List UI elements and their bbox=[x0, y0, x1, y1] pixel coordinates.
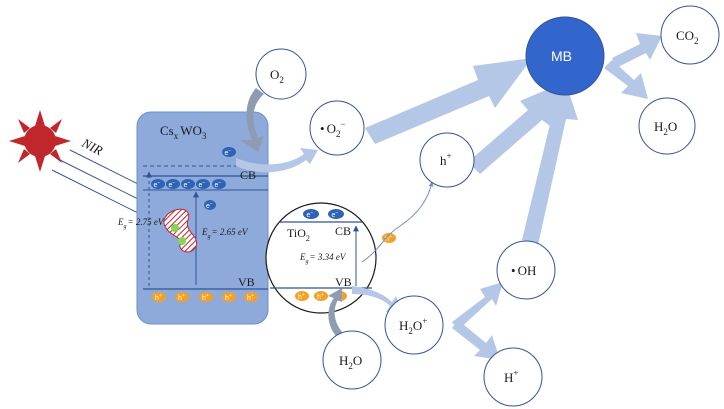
hole: h+ bbox=[314, 291, 328, 301]
svg-text:e−: e− bbox=[225, 148, 232, 157]
svg-text:O2: O2 bbox=[270, 67, 284, 85]
hole-hplus-node: h+ bbox=[419, 132, 475, 188]
cswo3-panel bbox=[136, 111, 269, 325]
hole: h+ bbox=[152, 292, 166, 302]
svg-text:h+: h+ bbox=[440, 151, 452, 168]
cswo3-cb-label: CB bbox=[240, 168, 256, 182]
nir-label: NIR bbox=[79, 135, 105, 158]
electron: e− bbox=[151, 179, 165, 189]
svg-text:CO2: CO2 bbox=[676, 28, 699, 46]
electron: e− bbox=[166, 179, 180, 189]
h-plus-node: H+ bbox=[483, 347, 543, 407]
polaron-defect-shape bbox=[163, 208, 198, 253]
electron-to-superoxide-arrow bbox=[236, 148, 318, 173]
superoxide-node: •O2− bbox=[309, 100, 365, 156]
h2o-product-node: H2O bbox=[638, 97, 696, 155]
hole: h+ bbox=[295, 291, 309, 301]
svg-text:e−: e− bbox=[332, 210, 339, 219]
cswo3-vb-holes: h+ h+ h+ h+ h+ bbox=[152, 292, 258, 302]
tio2-label: TiO2 bbox=[287, 226, 310, 243]
tio2-eg: Eg= 3.34 eV bbox=[299, 252, 347, 265]
svg-text:e−: e− bbox=[206, 201, 213, 210]
hole: h+ bbox=[222, 292, 236, 302]
electron: e− bbox=[196, 179, 210, 189]
svg-text:h+: h+ bbox=[178, 293, 185, 302]
tio2-particle bbox=[265, 202, 377, 314]
arrow-h2oplus-to-hplus bbox=[452, 320, 500, 360]
hole-transfer-arrow bbox=[361, 181, 434, 263]
svg-text:MB: MB bbox=[551, 48, 572, 64]
svg-text:e−: e− bbox=[215, 180, 222, 189]
arrow-mb-to-co2 bbox=[612, 33, 662, 68]
svg-text:h+: h+ bbox=[202, 293, 209, 302]
cswo3-cb-electrons: e− e− e− e− e− bbox=[151, 179, 226, 189]
svg-text:h+: h+ bbox=[298, 292, 305, 301]
cswo3-eg: Eg= 2.65 eV bbox=[201, 227, 249, 240]
h2o-bottom-node: H2O bbox=[322, 330, 382, 390]
svg-text:•O2−: •O2− bbox=[320, 119, 346, 139]
svg-text:h+: h+ bbox=[155, 293, 162, 302]
hole-to-h2oplus-arrow bbox=[352, 286, 402, 312]
svg-text:h+: h+ bbox=[385, 234, 392, 243]
svg-text:e−: e− bbox=[307, 210, 314, 219]
reaction-arrows bbox=[365, 33, 662, 360]
excitation-star-icon bbox=[171, 224, 179, 232]
o2-to-electron-arrow bbox=[240, 88, 264, 152]
tio2-cb-label: CB bbox=[335, 224, 351, 238]
arrow-superoxide-to-mb bbox=[365, 58, 532, 144]
sun-icon bbox=[9, 110, 71, 172]
tio2-vb-label: VB bbox=[335, 275, 352, 289]
cswo3-eg-external: Eg= 2.75 eV bbox=[117, 217, 165, 230]
svg-text:h+: h+ bbox=[225, 293, 232, 302]
svg-text:h+: h+ bbox=[247, 293, 254, 302]
h2o-to-hole-arrow bbox=[328, 288, 344, 338]
svg-text:H2O: H2O bbox=[339, 353, 362, 371]
hole: h+ bbox=[199, 292, 213, 302]
electron: e− bbox=[303, 209, 319, 219]
svg-text:•OH: •OH bbox=[511, 263, 536, 278]
svg-text:e−: e− bbox=[169, 180, 176, 189]
electron: e− bbox=[328, 209, 344, 219]
electron: e− bbox=[212, 179, 226, 189]
svg-text:e−: e− bbox=[199, 180, 206, 189]
co2-node: CO2 bbox=[660, 5, 720, 65]
arrow-hydroxyl-to-mb bbox=[522, 80, 578, 245]
tio2-cb-electrons: e− e− bbox=[303, 209, 344, 219]
excitation-star-icon bbox=[178, 237, 186, 245]
arrow-hole-to-mb bbox=[468, 84, 560, 174]
cswo3-vb-label: VB bbox=[238, 275, 255, 289]
arrow-h2oplus-to-oh bbox=[452, 282, 503, 330]
hydroxyl-node: •OH bbox=[496, 240, 556, 300]
svg-text:h+: h+ bbox=[317, 292, 324, 301]
svg-text:H2O+: H2O+ bbox=[399, 316, 427, 336]
arrow-mb-to-h2o bbox=[604, 60, 648, 99]
hole: h+ bbox=[244, 292, 258, 302]
electron-upper: e− bbox=[222, 147, 236, 157]
svg-text:H2O: H2O bbox=[654, 119, 677, 137]
mb-node: MB bbox=[525, 16, 605, 96]
svg-text:H+: H+ bbox=[504, 368, 518, 385]
electron: e− bbox=[181, 179, 195, 189]
electron-mid: e− bbox=[204, 200, 216, 210]
migrating-hole: h+ bbox=[382, 233, 396, 243]
o2-node: O2 bbox=[255, 48, 307, 100]
svg-text:e−: e− bbox=[154, 180, 161, 189]
svg-text:e−: e− bbox=[184, 180, 191, 189]
h2o-plus-node: H2O+ bbox=[384, 295, 444, 355]
hole: h+ bbox=[175, 292, 189, 302]
